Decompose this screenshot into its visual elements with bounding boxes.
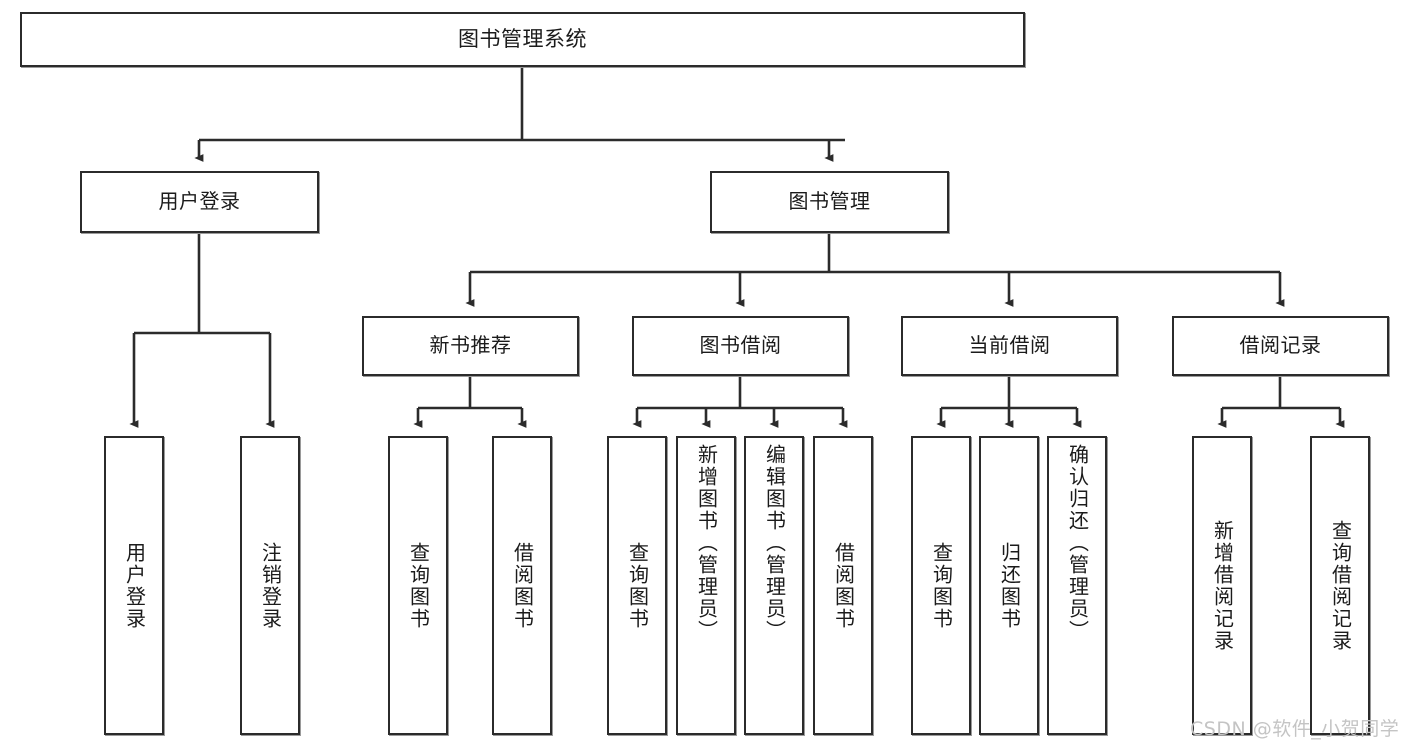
node-borrow-record-label: 借阅记录 xyxy=(1239,333,1322,358)
node-book-management-label: 图书管理 xyxy=(788,189,871,214)
node-current-borrow-label: 当前借阅 xyxy=(968,333,1051,358)
leaf-record-add-borrow-record[interactable]: 新增借阅记录 xyxy=(1192,436,1252,735)
node-book-management[interactable]: 图书管理 xyxy=(710,171,949,233)
node-root-book-management-system[interactable]: 图书管理系统 xyxy=(20,12,1025,67)
node-user-login-label: 用户登录 xyxy=(158,189,241,214)
leaf-label: 查询图书 xyxy=(625,541,650,630)
leaf-label: 注销登录 xyxy=(258,541,283,630)
leaf-label: 确认归还（管理员） xyxy=(1065,444,1090,642)
leaf-borrow-query-book[interactable]: 查询图书 xyxy=(607,436,667,735)
leaf-user-login-login[interactable]: 用户登录 xyxy=(104,436,164,735)
leaf-current-confirm-return-admin[interactable]: 确认归还（管理员） xyxy=(1047,436,1107,735)
leaf-user-login-logout[interactable]: 注销登录 xyxy=(240,436,300,735)
leaf-label: 查询图书 xyxy=(929,541,954,630)
node-borrow-record[interactable]: 借阅记录 xyxy=(1172,316,1389,376)
node-new-book-recommend-label: 新书推荐 xyxy=(429,333,512,358)
leaf-label: 查询图书 xyxy=(406,541,431,630)
leaf-borrow-edit-book-admin[interactable]: 编辑图书（管理员） xyxy=(744,436,804,735)
leaf-new-book-borrow-book[interactable]: 借阅图书 xyxy=(492,436,552,735)
node-current-borrow[interactable]: 当前借阅 xyxy=(901,316,1118,376)
leaf-label: 编辑图书（管理员） xyxy=(762,444,787,642)
leaf-current-query-book[interactable]: 查询图书 xyxy=(911,436,971,735)
leaf-label: 归还图书 xyxy=(997,541,1022,630)
node-book-borrow[interactable]: 图书借阅 xyxy=(632,316,849,376)
leaf-label: 新增图书（管理员） xyxy=(694,444,719,642)
node-book-borrow-label: 图书借阅 xyxy=(699,333,782,358)
leaf-label: 借阅图书 xyxy=(510,541,535,630)
leaf-record-query-borrow-record[interactable]: 查询借阅记录 xyxy=(1310,436,1370,735)
node-root-label: 图书管理系统 xyxy=(458,27,587,52)
leaf-label: 新增借阅记录 xyxy=(1210,519,1235,652)
leaf-borrow-borrow-book[interactable]: 借阅图书 xyxy=(813,436,873,735)
leaf-current-return-book[interactable]: 归还图书 xyxy=(979,436,1039,735)
leaf-label: 借阅图书 xyxy=(831,541,856,630)
leaf-label: 用户登录 xyxy=(122,541,147,630)
node-new-book-recommend[interactable]: 新书推荐 xyxy=(362,316,579,376)
csdn-watermark: CSDN @软件_小贺同学 xyxy=(1190,718,1400,740)
leaf-borrow-add-book-admin[interactable]: 新增图书（管理员） xyxy=(676,436,736,735)
leaf-new-book-query-book[interactable]: 查询图书 xyxy=(388,436,448,735)
node-user-login[interactable]: 用户登录 xyxy=(80,171,319,233)
leaf-label: 查询借阅记录 xyxy=(1328,519,1353,652)
